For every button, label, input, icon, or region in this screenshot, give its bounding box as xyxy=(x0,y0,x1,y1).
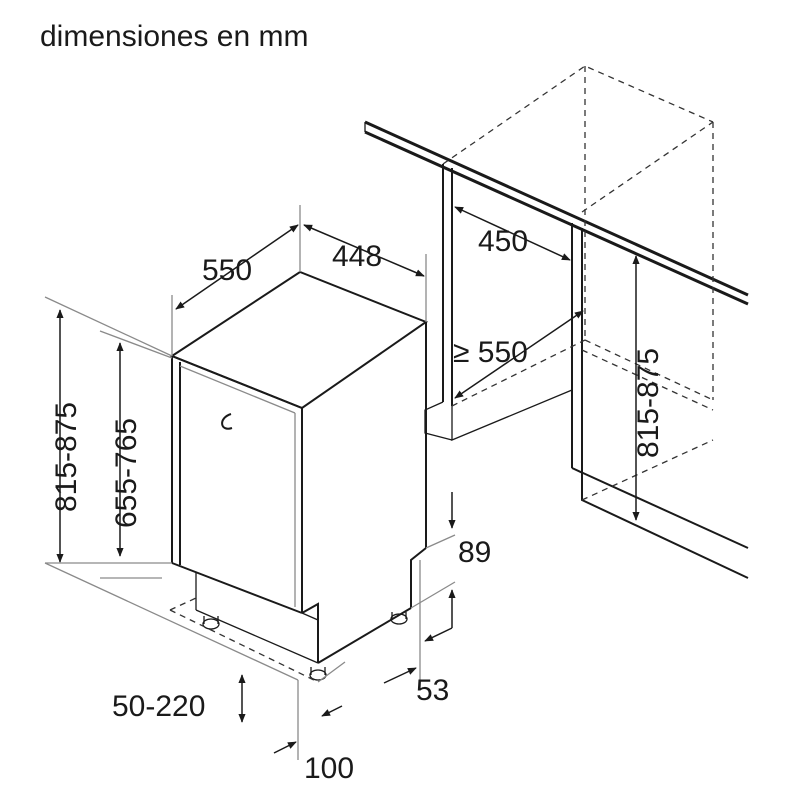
total-height-label: 815-875 xyxy=(50,402,83,512)
appliance-depth-label: 550 xyxy=(202,254,252,287)
foot-offset-label: 100 xyxy=(304,752,354,785)
dishwasher-drawing: 550 448 815-875 655-765 89 53 50-220 100 xyxy=(44,205,491,785)
niche-width-label: 450 xyxy=(478,225,528,258)
front-height-label: 655-765 xyxy=(110,418,143,528)
foot-adjustment-label: 50-220 xyxy=(112,690,205,723)
niche-depth-label: ≥ 550 xyxy=(453,336,528,369)
diagram-title: dimensiones en mm xyxy=(40,20,308,53)
plinth-height-label: 89 xyxy=(458,536,491,569)
plinth-recess-label: 53 xyxy=(416,674,449,707)
appliance-width-label: 448 xyxy=(332,240,382,273)
niche-height-label: 815-875 xyxy=(632,348,665,458)
niche-drawing: 450 ≥ 550 815-875 xyxy=(364,65,749,579)
